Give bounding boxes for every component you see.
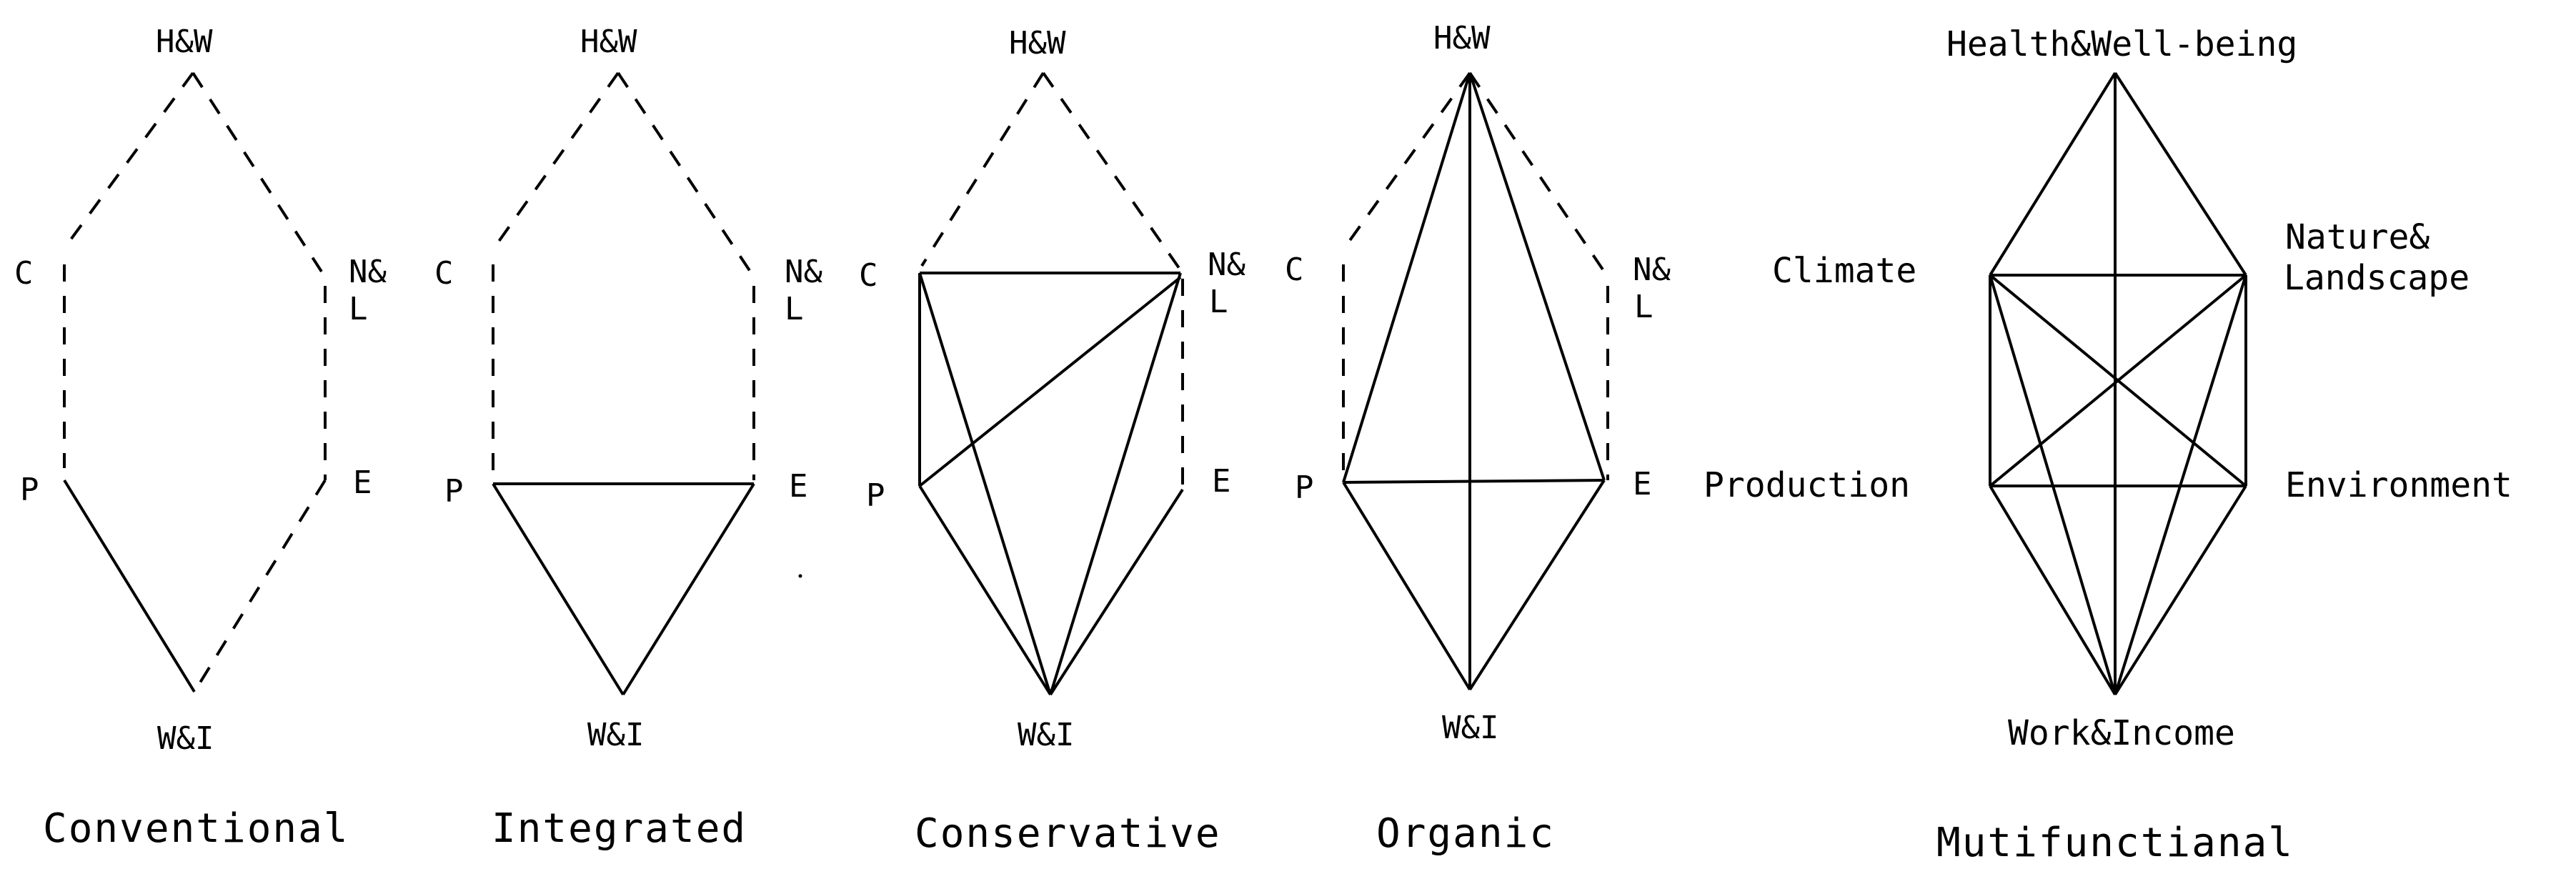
edge-c-wi [1989, 274, 2117, 695]
caption-conservative: Conservative [915, 810, 1221, 857]
edge-e-wi [1468, 479, 1606, 691]
edge-e-wi [622, 482, 755, 696]
label-p: P [444, 473, 464, 510]
edge-p-wi [1989, 485, 2117, 696]
label-e: E [1212, 463, 1231, 500]
label-nl-line1: N& [785, 254, 822, 290]
label-c: Climate [1772, 251, 1916, 291]
label-nl-line1: N& [1208, 247, 1245, 283]
caption-conventional: Conventional [43, 805, 349, 852]
edge-hw-nl [1042, 71, 1180, 269]
label-e: E [789, 468, 808, 505]
edge-hw-nl [1468, 71, 1606, 273]
label-wi: W&I [1442, 710, 1498, 746]
label-p: Production [1704, 465, 1910, 505]
label-c: C [434, 255, 454, 292]
edge-c-wi [918, 272, 1052, 695]
label-e: E [1633, 466, 1652, 502]
label-c: C [1285, 252, 1304, 288]
diagram-organic: H&W C N& L P E W&I Organic [1285, 20, 1671, 857]
edge-hw-e [1468, 72, 1606, 481]
label-c: C [859, 257, 878, 294]
label-hw: Health&Well-being [1946, 24, 2297, 64]
label-p: P [1295, 470, 1314, 506]
label-nl-line2: L [785, 291, 804, 327]
stray-dot [798, 574, 802, 578]
label-hw: H&W [156, 24, 213, 60]
label-nl-line1: N& [1633, 252, 1671, 288]
diagram-conservative: H&W C N& L P E W&I Conservative [859, 25, 1245, 857]
edge-hw-p [1342, 72, 1471, 483]
label-nl-line2: L [1634, 289, 1653, 325]
edge-e-wi [193, 479, 327, 693]
label-hw: H&W [580, 24, 637, 60]
edge-nl-wi [2114, 274, 2247, 695]
edge-p-wi [1342, 481, 1471, 691]
label-p: P [20, 472, 39, 508]
label-nl-line2: L [349, 291, 368, 327]
edge-p-wi [492, 482, 625, 696]
edge-p-nl [918, 276, 1182, 487]
edge-hw-c [495, 71, 620, 246]
label-c: C [14, 255, 34, 292]
edge-nl-p [1989, 274, 2247, 487]
diagram-integrated: H&W C N& L P E W&I Integrated [434, 24, 822, 852]
label-nl-line2: L [1209, 284, 1228, 320]
edge-nl-wi [1049, 272, 1182, 695]
edge-e-wi [2114, 485, 2247, 696]
label-wi: W&I [587, 717, 644, 753]
caption-organic: Organic [1376, 810, 1555, 857]
label-nl-line1: N& [349, 254, 387, 290]
edge-hw-nl [2114, 71, 2247, 277]
label-wi: W&I [157, 720, 214, 757]
edge-p-wi [918, 485, 1052, 696]
edge-p-wi [63, 479, 196, 693]
label-e: E [353, 465, 372, 501]
caption-multifunctional: Mutifunctianal [1936, 820, 2294, 866]
edge-hw-nl [192, 71, 323, 273]
label-nl-line2: Landscape [2284, 258, 2470, 298]
diagram-conventional: H&W C N& L P E W&I Conventional [14, 24, 387, 852]
label-hw: H&W [1009, 25, 1066, 61]
label-wi: Work&Income [2008, 713, 2235, 753]
edge-e-wi [1049, 488, 1184, 696]
edge-hw-c [1989, 71, 2117, 277]
label-p: P [866, 477, 885, 514]
edge-hw-nl [617, 71, 752, 273]
edge-hw-c [1346, 71, 1471, 246]
edge-hw-c [66, 71, 194, 246]
caption-integrated: Integrated [492, 805, 747, 852]
label-nl-line1: Nature& [2285, 217, 2430, 257]
label-hw: H&W [1433, 20, 1491, 56]
label-e: Environment [2285, 465, 2512, 505]
edge-p-e [1343, 479, 1605, 484]
label-wi: W&I [1018, 717, 1074, 753]
edge-hw-c [920, 71, 1045, 267]
diagram-multifunctional: Health&Well-being Climate Nature& Landsc… [1704, 24, 2512, 866]
